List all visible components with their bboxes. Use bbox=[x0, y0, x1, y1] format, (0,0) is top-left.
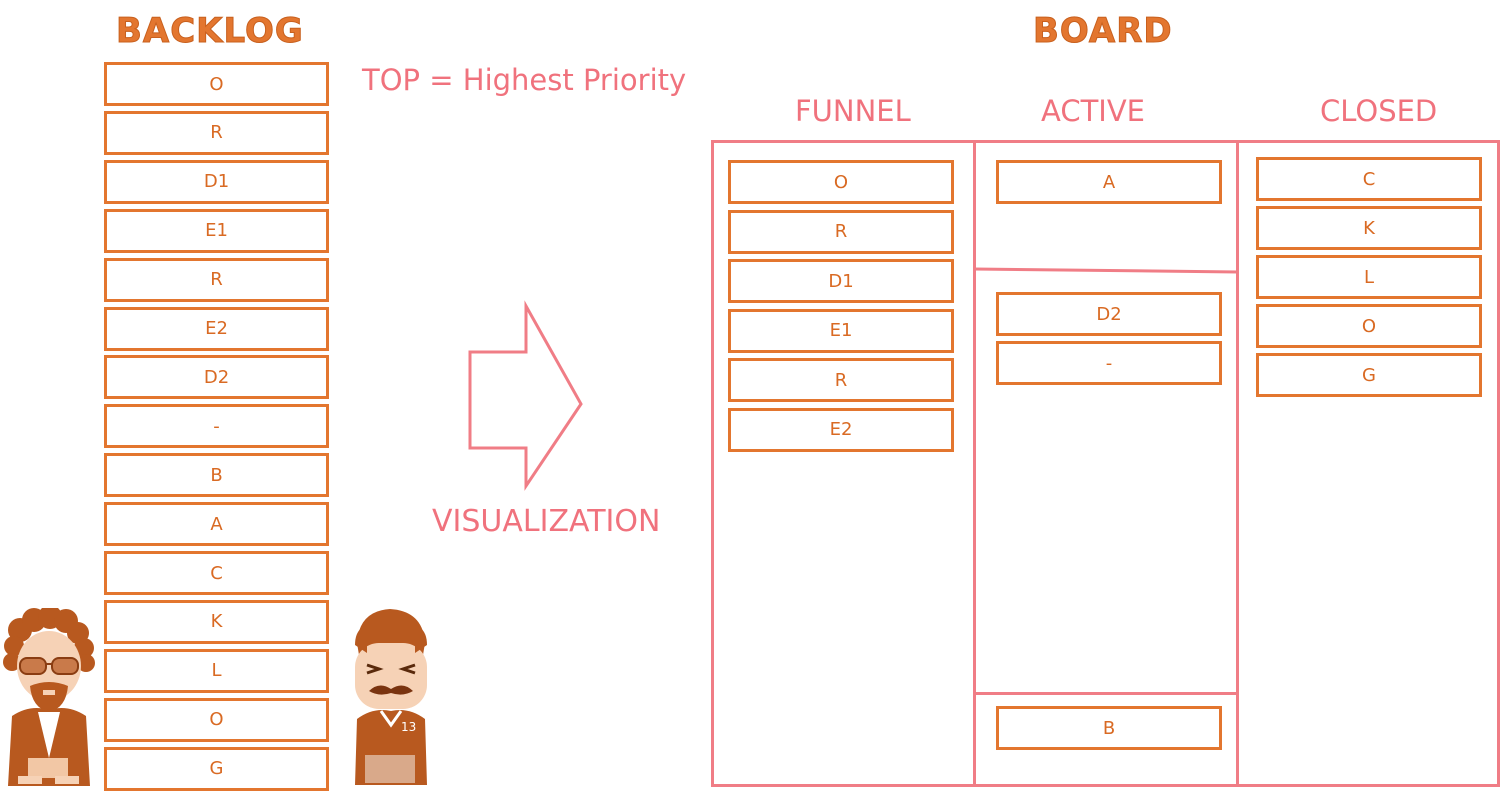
closed-card[interactable]: L bbox=[1256, 255, 1482, 299]
column-header-funnel: FUNNEL bbox=[795, 94, 911, 128]
backlog-card[interactable]: A bbox=[104, 502, 329, 547]
column-divider-funnel-active bbox=[973, 140, 976, 787]
column-header-active: ACTIVE bbox=[1041, 94, 1146, 128]
backlog-card[interactable]: - bbox=[104, 404, 329, 449]
jersey-number: 13 bbox=[401, 720, 416, 734]
card-active-b[interactable]: B bbox=[996, 706, 1222, 750]
active-lane-divider-top bbox=[974, 267, 1238, 274]
priority-note: TOP = Highest Priority bbox=[362, 63, 687, 97]
board-title: BOARD bbox=[1033, 11, 1173, 51]
backlog-card[interactable]: O bbox=[104, 62, 329, 106]
board-frame bbox=[711, 140, 1500, 787]
card-active-dash[interactable]: - bbox=[996, 341, 1222, 385]
backlog-title: BACKLOG bbox=[116, 11, 304, 51]
closed-card[interactable]: G bbox=[1256, 353, 1482, 397]
backlog-card[interactable]: O bbox=[104, 697, 329, 742]
funnel-card[interactable]: E1 bbox=[728, 308, 954, 353]
mustached-man-in-jersey-13-icon: 13 bbox=[355, 609, 427, 785]
active-lane-divider-bottom bbox=[974, 692, 1237, 695]
backlog-card[interactable]: K bbox=[104, 599, 329, 644]
right-arrow-icon bbox=[468, 300, 583, 491]
backlog-card[interactable]: B bbox=[104, 453, 329, 498]
backlog-card[interactable]: E2 bbox=[104, 306, 329, 351]
backlog-card[interactable]: D1 bbox=[104, 159, 329, 204]
funnel-card[interactable]: D1 bbox=[728, 259, 954, 303]
backlog-card[interactable]: R bbox=[104, 257, 329, 302]
funnel-card[interactable]: O bbox=[728, 160, 954, 204]
backlog-card[interactable]: G bbox=[104, 746, 329, 791]
closed-card[interactable]: C bbox=[1256, 157, 1482, 201]
card-active-a[interactable]: A bbox=[996, 160, 1222, 204]
column-divider-active-closed bbox=[1236, 140, 1239, 787]
column-header-closed: CLOSED bbox=[1320, 94, 1438, 128]
funnel-card[interactable]: E2 bbox=[728, 407, 954, 452]
funnel-card[interactable]: R bbox=[728, 209, 954, 254]
backlog-card[interactable]: R bbox=[104, 110, 329, 155]
closed-card[interactable]: O bbox=[1256, 304, 1482, 348]
card-active-d2[interactable]: D2 bbox=[996, 292, 1222, 336]
backlog-card[interactable]: D2 bbox=[104, 355, 329, 400]
visualization-label: VISUALIZATION bbox=[432, 504, 661, 539]
closed-card[interactable]: K bbox=[1256, 206, 1482, 250]
backlog-card[interactable]: L bbox=[104, 648, 329, 693]
backlog-card[interactable]: C bbox=[104, 551, 329, 595]
funnel-card[interactable]: R bbox=[728, 358, 954, 402]
curly-haired-man-with-sunglasses-icon bbox=[3, 608, 95, 786]
backlog-card[interactable]: E1 bbox=[104, 208, 329, 253]
